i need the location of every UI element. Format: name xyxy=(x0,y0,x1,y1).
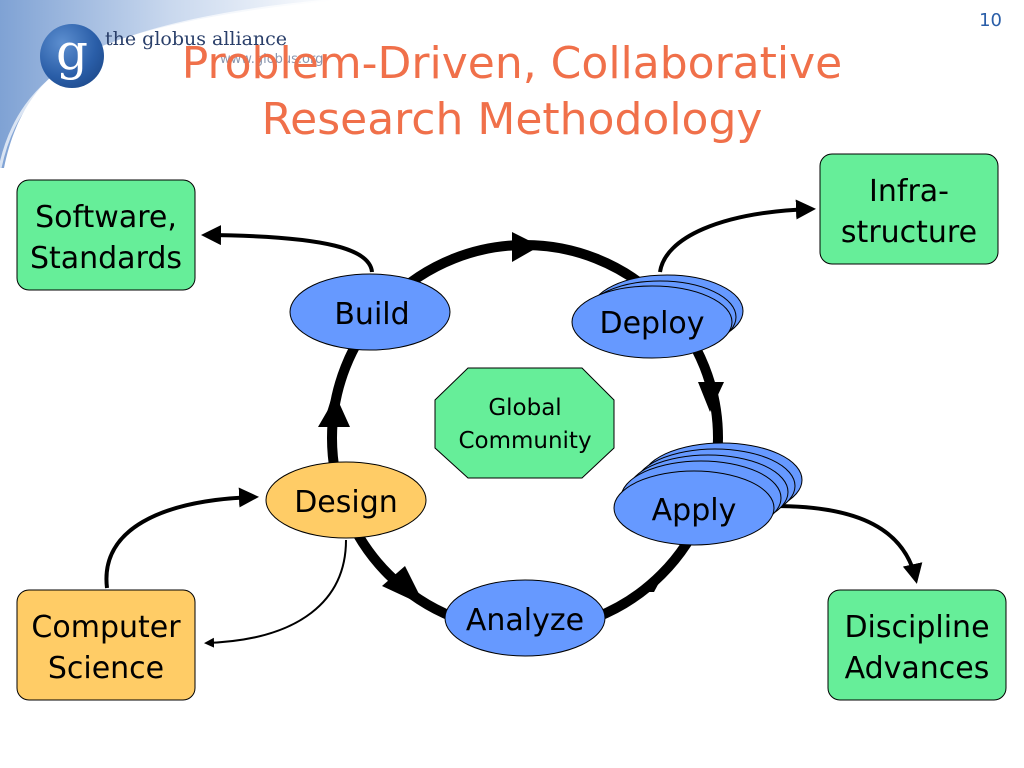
global-community-octagon: Global Community xyxy=(434,367,615,479)
computer-science-box: Computer Science xyxy=(16,589,196,701)
title-line-1: Problem-Driven, Collaborative xyxy=(181,38,843,89)
discipline-box-line-2: Advances xyxy=(845,651,990,686)
cycle-arrow-left-body xyxy=(318,396,350,427)
slide-number: 10 xyxy=(979,10,1002,31)
deploy-node: Deploy xyxy=(571,274,744,359)
analyze-node: Analyze xyxy=(444,579,606,657)
design-node: Design xyxy=(265,461,427,539)
cycle-arrow-right xyxy=(698,382,724,412)
apply-label: Apply xyxy=(652,493,737,528)
slide-title: Problem-Driven, Collaborative Research M… xyxy=(120,36,904,148)
infra-box-line-2: structure xyxy=(841,215,977,250)
apply-node: Apply xyxy=(613,442,803,546)
design-label: Design xyxy=(294,485,398,520)
infrastructure-box: Infra- structure xyxy=(819,153,999,265)
deploy-label: Deploy xyxy=(599,306,704,341)
cs-box-line-1: Computer xyxy=(31,610,181,645)
center-line-2: Community xyxy=(458,428,591,454)
cycle-arrow-bottom-left xyxy=(382,566,425,606)
software-box-line-1: Software, xyxy=(35,200,177,235)
connector-arrows xyxy=(104,199,923,589)
arrow-build-to-software xyxy=(201,225,374,273)
build-label: Build xyxy=(334,297,409,332)
analyze-label: Analyze xyxy=(466,603,584,638)
arrow-apply-to-discipline xyxy=(774,504,923,584)
discipline-box-line-1: Discipline xyxy=(844,610,989,645)
center-line-1: Global xyxy=(488,395,561,421)
logo-url: www.globus.org xyxy=(220,52,324,67)
infra-box-line-1: Infra- xyxy=(869,174,949,209)
software-standards-box: Software, Standards xyxy=(16,179,196,291)
cs-box-line-2: Science xyxy=(48,651,164,686)
build-node: Build xyxy=(289,273,451,351)
cycle-arrow-bottom-right xyxy=(642,566,668,592)
cycle-arrow-top xyxy=(512,232,540,262)
arrow-cs-to-design xyxy=(104,487,259,589)
software-box-line-2: Standards xyxy=(30,241,182,276)
logo-text: the globus alliance xyxy=(105,28,288,50)
title-line-2: Research Methodology xyxy=(261,94,763,145)
logo-letter: g xyxy=(55,23,88,81)
discipline-advances-box: Discipline Advances xyxy=(827,589,1007,701)
globus-logo-icon: g xyxy=(40,24,104,88)
arrow-deploy-to-infrastructure xyxy=(658,199,816,273)
arrow-design-to-cs xyxy=(204,539,347,648)
cycle-arrowheads xyxy=(318,232,724,606)
